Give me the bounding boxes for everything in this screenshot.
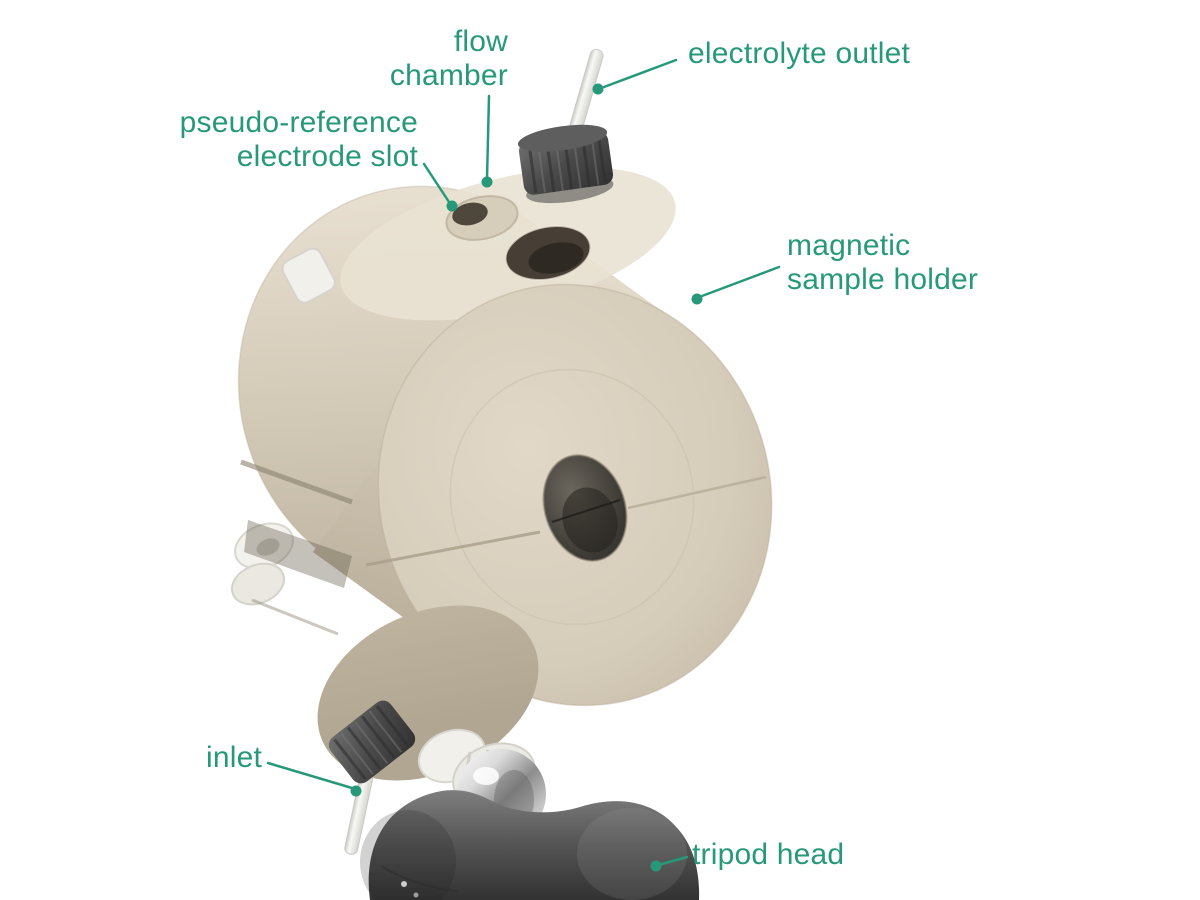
electrode-slot-hole	[445, 195, 519, 241]
top-compression-fitting	[517, 124, 614, 204]
inlet-fitting	[328, 700, 416, 784]
flow-chamber-dot	[481, 176, 493, 188]
tripod-head	[360, 790, 700, 900]
label-flow-chamber: flow chamber	[389, 25, 508, 92]
tripod-head-leader-line	[660, 855, 689, 866]
side-fitting	[281, 247, 336, 304]
clamp-split-groove	[240, 459, 353, 636]
face-split-line	[627, 475, 767, 510]
tripod-head-dot	[650, 860, 662, 872]
annotations	[266, 58, 781, 872]
label-electrolyte-outlet: electrolyte outlet	[688, 37, 911, 70]
magnetic-sample-holder-dot	[691, 293, 703, 305]
center-hole	[542, 454, 628, 562]
inlet-leader-line	[266, 761, 354, 790]
sample-holder-disc	[237, 167, 773, 781]
label-tripod-head: tripod head	[692, 838, 845, 871]
face-split-line	[365, 530, 541, 567]
clamp-screws	[230, 522, 294, 606]
label-inlet: inlet	[205, 741, 262, 774]
electrolyte-outlet-dot	[592, 83, 604, 95]
inlet-dot	[350, 785, 362, 797]
pseudo-reference-leader-line	[422, 162, 451, 204]
flow-chamber-leader-line	[485, 94, 491, 181]
label-magnetic-sample-holder: magnetic sample holder	[787, 229, 979, 296]
device	[230, 48, 773, 900]
flow-chamber-hole	[504, 225, 592, 281]
electrolyte-outlet-leader-line	[602, 58, 678, 89]
pseudo-reference-dot	[446, 200, 458, 212]
label-pseudo-reference-electrode-slot: pseudo-reference electrode slot	[179, 106, 418, 173]
magnetic-sample-holder-leader-line	[700, 265, 781, 298]
